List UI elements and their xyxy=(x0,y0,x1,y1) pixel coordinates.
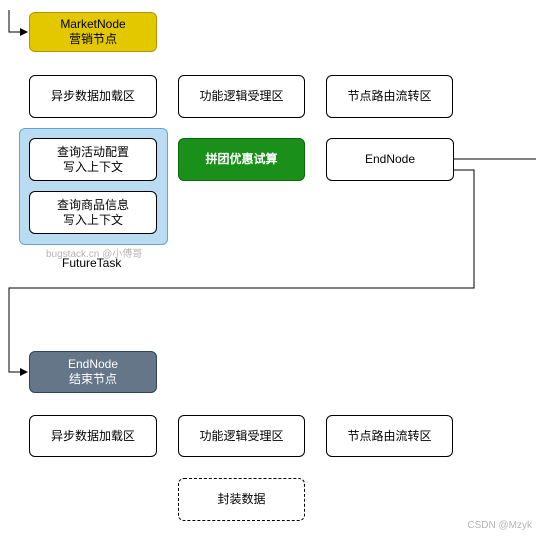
async-load-label-1: 异步数据加载区 xyxy=(50,89,135,103)
market-node-title: MarketNode xyxy=(60,17,126,31)
query-activity-config-label: 查询活动配置 xyxy=(56,144,129,159)
async-load-zone-2: 异步数据加载区 xyxy=(29,415,157,457)
logic-accept-label-1: 功能逻辑受理区 xyxy=(199,89,284,103)
future-task-label: FutureTask xyxy=(62,256,122,270)
csdn-watermark: CSDN @Mzyk xyxy=(467,520,532,531)
logic-accept-zone-1: 功能逻辑受理区 xyxy=(178,75,305,118)
group-buy-trial-calc-label: 拼团优惠试算 xyxy=(205,152,278,166)
end-node-top-label: EndNode xyxy=(364,152,416,166)
logic-accept-zone-2: 功能逻辑受理区 xyxy=(178,415,305,457)
write-context-label-1: 写入上下文 xyxy=(62,159,123,174)
route-flow-label-2: 节点路由流转区 xyxy=(347,428,432,443)
end-node-top: EndNode xyxy=(326,138,454,181)
async-load-zone-1: 异步数据加载区 xyxy=(29,75,157,118)
route-flow-zone-1: 节点路由流转区 xyxy=(326,75,453,118)
bugstack-watermark: bugstack.cn @小傅哥 xyxy=(46,249,143,260)
package-data-node: 封装数据 xyxy=(178,478,305,521)
market-node-subtitle: 营销节点 xyxy=(68,32,117,46)
async-load-label-2: 异步数据加载区 xyxy=(50,428,135,443)
group-buy-trial-calc-node: 拼团优惠试算 xyxy=(178,138,305,181)
end-to-end-arrow xyxy=(8,169,475,376)
entry-arrow xyxy=(8,10,28,36)
route-flow-zone-2: 节点路由流转区 xyxy=(326,415,453,457)
write-context-label-2: 写入上下文 xyxy=(62,212,123,227)
package-data-label: 封装数据 xyxy=(217,492,266,506)
end-node-subtitle: 结束节点 xyxy=(68,372,117,386)
logic-accept-label-2: 功能逻辑受理区 xyxy=(199,428,284,443)
market-node: MarketNode 营销节点 xyxy=(29,12,157,52)
query-product-info-label: 查询商品信息 xyxy=(56,197,129,212)
query-product-info-box: 查询商品信息 写入上下文 xyxy=(29,191,157,234)
end-node: EndNode 结束节点 xyxy=(29,351,157,393)
route-flow-label-1: 节点路由流转区 xyxy=(347,89,432,103)
query-activity-config-box: 查询活动配置 写入上下文 xyxy=(29,138,157,181)
end-node-title: EndNode xyxy=(67,357,119,371)
